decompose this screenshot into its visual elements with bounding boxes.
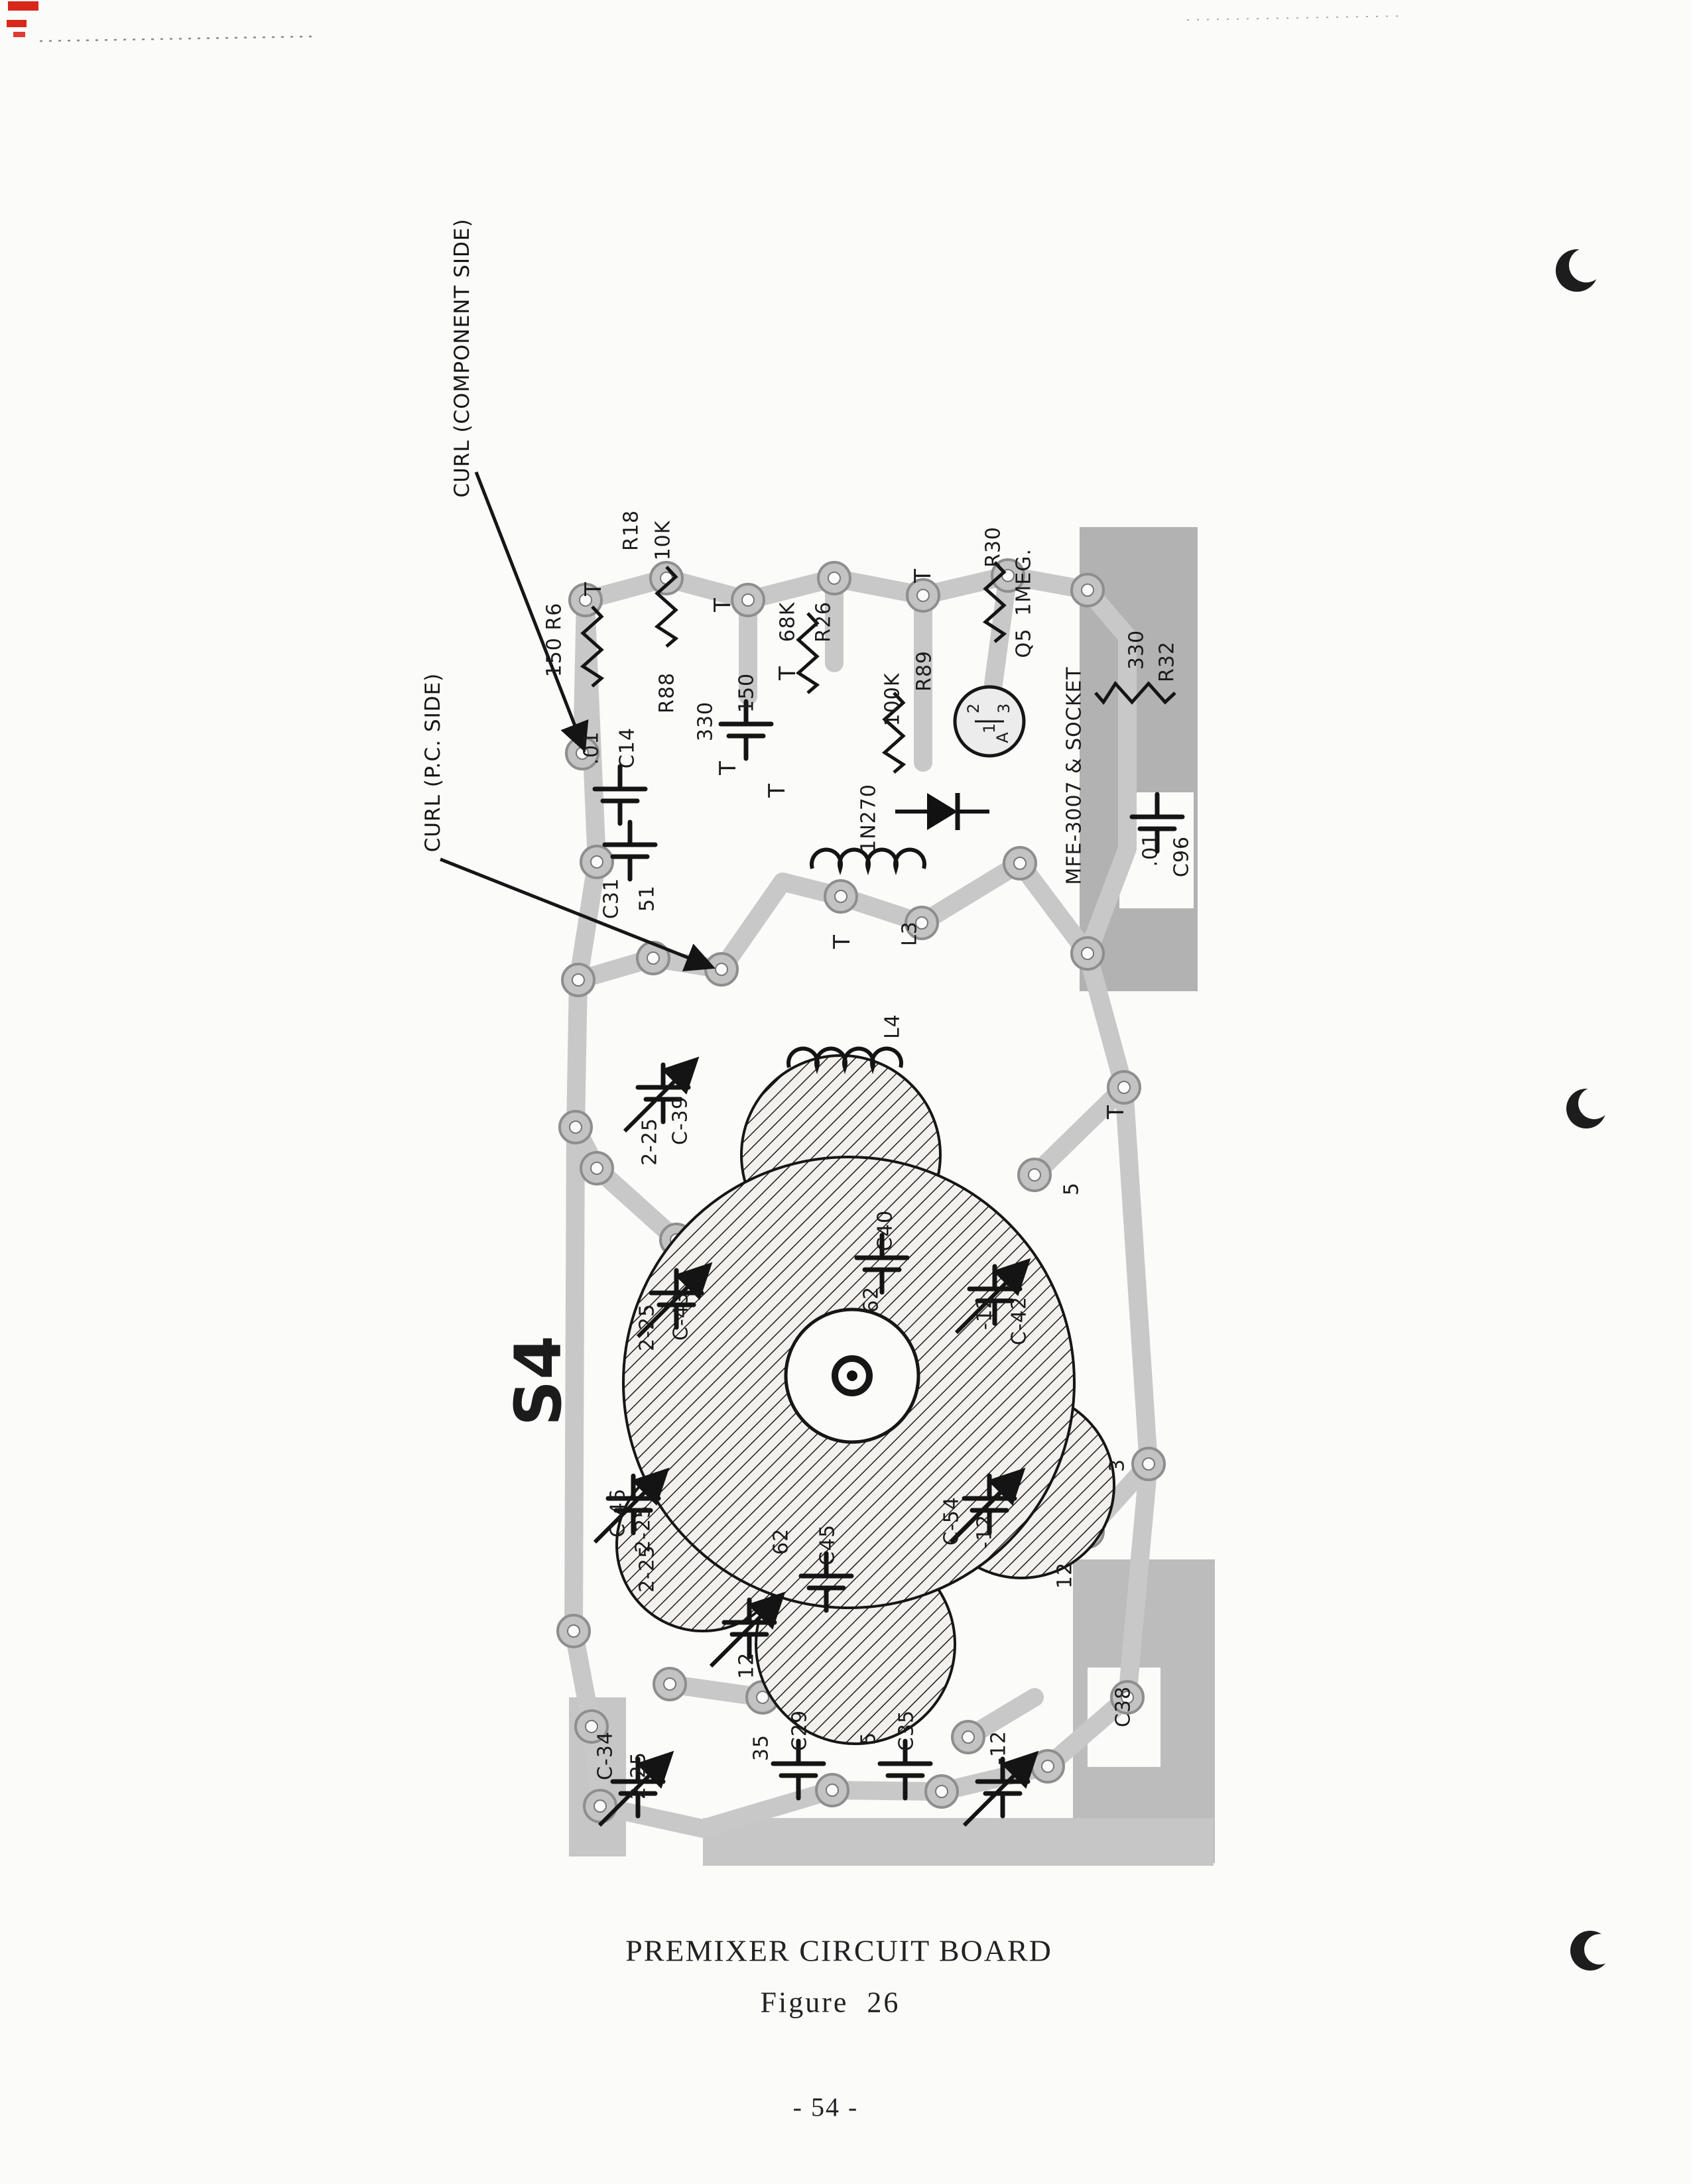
figure-label: Figure 26 bbox=[760, 1986, 901, 2019]
inductor-l3 bbox=[810, 847, 926, 876]
board-label: C45 bbox=[816, 1524, 840, 1566]
board-label: 62 bbox=[859, 1286, 883, 1313]
page-number: - 54 - bbox=[792, 2092, 859, 2122]
board-label: 3 bbox=[995, 702, 1013, 714]
board-label: -12 bbox=[987, 1730, 1011, 1765]
board-label: C-54 bbox=[940, 1496, 964, 1546]
board-label: 2-25 bbox=[635, 1303, 659, 1352]
board-label: T bbox=[710, 597, 736, 612]
board-label: C-46 bbox=[606, 1488, 630, 1538]
board-label: R26 bbox=[812, 601, 836, 643]
board-label: 12 bbox=[1053, 1561, 1077, 1589]
board-label: 51 bbox=[635, 884, 659, 912]
board-label: 3 bbox=[1105, 1458, 1129, 1473]
board-label: R88 bbox=[655, 672, 679, 714]
board-label: 12 bbox=[735, 1652, 759, 1679]
callout-pc-side: CURL (P.C. SIDE) bbox=[421, 672, 445, 853]
callout-arrows bbox=[440, 471, 716, 972]
board-label: 35 bbox=[749, 1734, 773, 1762]
board-label: R18 bbox=[619, 509, 643, 552]
rotor-center-hole bbox=[847, 1370, 857, 1381]
board-label: C31 bbox=[599, 877, 623, 920]
inductor-l4 bbox=[786, 1046, 903, 1075]
board-label: Q5 bbox=[1012, 628, 1036, 658]
board-label: T bbox=[1103, 1105, 1129, 1119]
callout-component-side: CURL (COMPONENT SIDE) bbox=[450, 218, 474, 498]
board-label: T bbox=[715, 760, 741, 775]
board-label: 5 bbox=[857, 1731, 881, 1746]
board-label: R32 bbox=[1155, 640, 1179, 683]
board-label: 2-25 bbox=[627, 1751, 651, 1800]
board-label: C96 bbox=[1170, 835, 1194, 878]
board-label: 1N270 bbox=[857, 784, 881, 853]
board-label: C14 bbox=[615, 727, 639, 769]
board-label: MFE-3007 & SOCKET bbox=[1062, 666, 1086, 885]
board-label: -12 bbox=[973, 1514, 997, 1549]
board-label: C-34 bbox=[594, 1731, 617, 1780]
board-label: 5 bbox=[1060, 1182, 1084, 1196]
board-label: C38 bbox=[1111, 1685, 1135, 1728]
figure-caption: PREMIXER CIRCUIT BOARD bbox=[625, 1933, 1052, 1968]
board-label: 68K bbox=[776, 601, 800, 642]
board-label: L3 bbox=[898, 921, 922, 946]
board-label: T bbox=[580, 581, 607, 596]
board-label: C40 bbox=[873, 1209, 897, 1252]
transistor-q5 bbox=[953, 685, 1026, 758]
board-label: L4 bbox=[881, 1014, 905, 1039]
board-label: 10K bbox=[651, 520, 675, 561]
board-label: 2 bbox=[964, 702, 983, 714]
red-edge-marks bbox=[7, 1, 38, 37]
punch-hole bbox=[1556, 248, 1615, 1971]
board-label: T bbox=[910, 568, 936, 583]
board-label: R89 bbox=[912, 650, 936, 692]
board-label: T bbox=[775, 666, 801, 680]
board-label: S4 bbox=[501, 1335, 576, 1426]
board-label: C-42 bbox=[1007, 1296, 1031, 1345]
board-label: C-39 bbox=[668, 1096, 692, 1145]
board-label: C29 bbox=[788, 1709, 812, 1752]
board-label: 62 bbox=[769, 1528, 793, 1555]
board-label: 2-25 bbox=[635, 1544, 659, 1593]
board-label: .01 bbox=[1139, 833, 1162, 867]
board-label: 150 bbox=[735, 672, 759, 713]
board-label: 1MEG. bbox=[1012, 548, 1036, 616]
board-label: T bbox=[764, 783, 790, 798]
board-label: 330 bbox=[694, 701, 718, 742]
scan-artifact-dotted-line bbox=[39, 15, 1407, 42]
board-label: C-43 bbox=[669, 1292, 693, 1341]
board-label: -12 bbox=[973, 1296, 997, 1330]
board-label: C35 bbox=[895, 1709, 918, 1752]
board-label: R30 bbox=[981, 526, 1005, 568]
board-label: 100K bbox=[881, 672, 905, 727]
rotary-switch-s4 bbox=[615, 1054, 1115, 1745]
board-label: 330 bbox=[1125, 629, 1149, 670]
board-label: T bbox=[829, 934, 855, 949]
board-label: 150 R6 bbox=[542, 602, 566, 678]
board-label: .01 bbox=[580, 731, 603, 765]
diode-1n270 bbox=[895, 793, 989, 830]
board-label: A bbox=[993, 731, 1012, 743]
board-label: 2-25 bbox=[638, 1117, 662, 1166]
